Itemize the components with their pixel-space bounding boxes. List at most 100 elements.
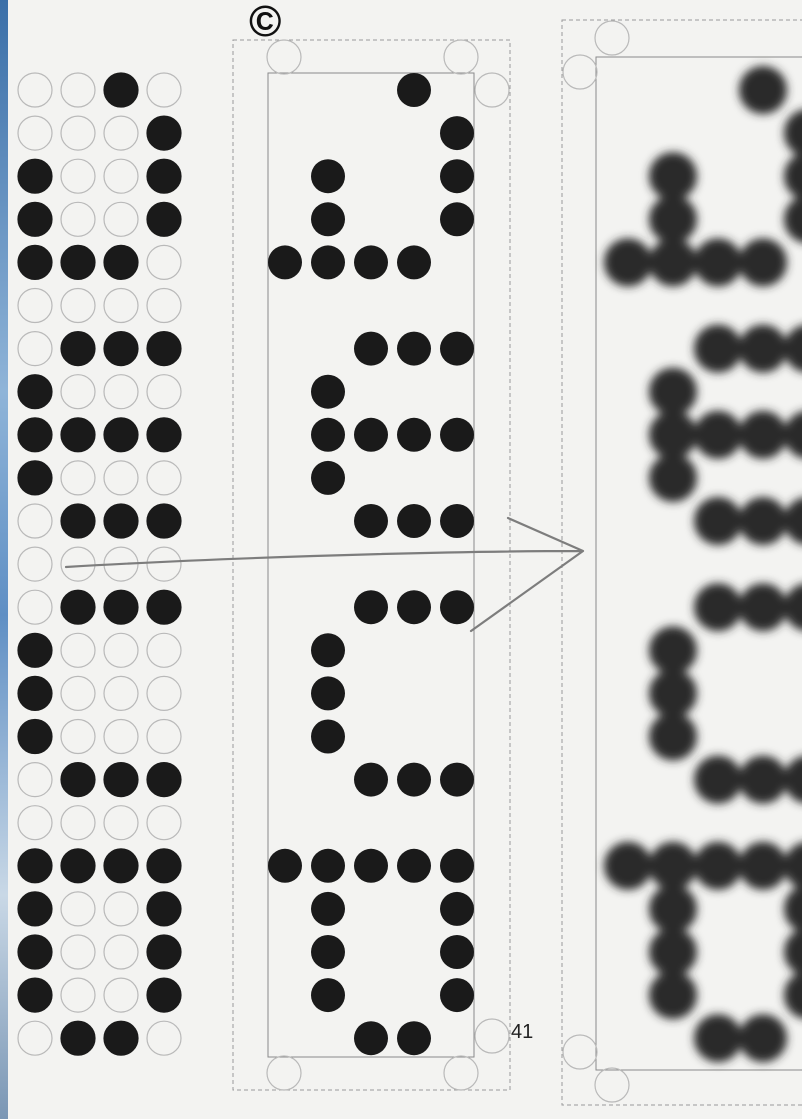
empty-dot	[147, 289, 181, 323]
empty-dot	[61, 547, 95, 581]
blurred-dot	[739, 842, 787, 890]
blurred-dot	[649, 626, 697, 674]
empty-dot	[104, 978, 138, 1012]
blurred-dot	[694, 756, 742, 804]
filled-dot	[268, 245, 302, 279]
filled-dot	[18, 935, 52, 969]
filled-dot	[311, 720, 345, 754]
filled-dot	[147, 332, 181, 366]
blurred-dot	[649, 152, 697, 200]
empty-dot	[147, 461, 181, 495]
filled-dot	[354, 245, 388, 279]
empty-dot	[61, 720, 95, 754]
registration-circle	[444, 40, 478, 74]
empty-dot	[18, 116, 52, 150]
filled-dot	[147, 418, 181, 452]
filled-dot	[440, 332, 474, 366]
empty-dot	[147, 73, 181, 107]
filled-dot	[397, 332, 431, 366]
filled-dot	[61, 590, 95, 624]
empty-dot	[104, 202, 138, 236]
empty-dot	[61, 461, 95, 495]
filled-dot	[397, 418, 431, 452]
filled-dot	[354, 504, 388, 538]
empty-dot	[18, 504, 52, 538]
blurred-dot	[649, 885, 697, 933]
blurred-dot	[739, 325, 787, 373]
filled-dot	[268, 849, 302, 883]
page-number: 41	[511, 1021, 533, 1044]
empty-dot	[61, 978, 95, 1012]
empty-dot	[61, 289, 95, 323]
blurred-dot	[649, 195, 697, 243]
filled-dot	[397, 590, 431, 624]
filled-dot	[18, 159, 52, 193]
blurred-dot	[739, 497, 787, 545]
filled-dot	[354, 418, 388, 452]
filled-dot	[311, 978, 345, 1012]
registration-circle	[444, 1056, 478, 1090]
filled-dot	[104, 332, 138, 366]
registration-circle	[595, 21, 629, 55]
empty-dot	[104, 461, 138, 495]
empty-dot	[61, 892, 95, 926]
blurred-dot	[694, 497, 742, 545]
blurred-dot	[694, 325, 742, 373]
filled-dot	[311, 461, 345, 495]
filled-dot	[354, 332, 388, 366]
filled-dot	[440, 763, 474, 797]
middle-dot-grid	[268, 73, 474, 1055]
empty-dot	[104, 159, 138, 193]
blurred-dot	[784, 325, 802, 373]
empty-dot	[147, 806, 181, 840]
filled-dot	[147, 504, 181, 538]
blurred-dot	[604, 238, 652, 286]
filled-dot	[354, 590, 388, 624]
filled-dot	[61, 332, 95, 366]
empty-dot	[61, 73, 95, 107]
copyright-mark: ©	[249, 0, 281, 44]
blurred-dot	[649, 713, 697, 761]
blurred-dot	[649, 928, 697, 976]
filled-dot	[104, 1021, 138, 1055]
empty-dot	[104, 806, 138, 840]
filled-dot	[397, 245, 431, 279]
filled-dot	[147, 590, 181, 624]
filled-dot	[104, 245, 138, 279]
filled-dot	[18, 245, 52, 279]
empty-dot	[147, 547, 181, 581]
filled-dot	[440, 978, 474, 1012]
empty-dot	[61, 375, 95, 409]
filled-dot	[18, 720, 52, 754]
filled-dot	[147, 159, 181, 193]
blurred-dot	[784, 842, 802, 890]
filled-dot	[440, 935, 474, 969]
filled-dot	[440, 504, 474, 538]
blurred-dot	[784, 109, 802, 157]
blurred-dot	[694, 842, 742, 890]
filled-dot	[61, 245, 95, 279]
right-inner-frame	[596, 57, 802, 1070]
empty-dot	[61, 935, 95, 969]
filled-dot	[104, 849, 138, 883]
blurred-dot	[784, 497, 802, 545]
empty-dot	[104, 676, 138, 710]
blurred-dot	[739, 756, 787, 804]
blurred-dot	[649, 368, 697, 416]
filled-dot	[354, 849, 388, 883]
empty-dot	[104, 892, 138, 926]
filled-dot	[18, 461, 52, 495]
blurred-dot	[649, 971, 697, 1019]
blurred-dot	[739, 238, 787, 286]
filled-dot	[147, 763, 181, 797]
empty-dot	[61, 633, 95, 667]
blurred-dot	[784, 152, 802, 200]
blurred-dot	[649, 454, 697, 502]
blurred-dot	[694, 583, 742, 631]
filled-dot	[104, 590, 138, 624]
filled-dot	[440, 590, 474, 624]
filled-dot	[18, 849, 52, 883]
filled-dot	[104, 763, 138, 797]
blurred-dot	[784, 885, 802, 933]
filled-dot	[440, 159, 474, 193]
